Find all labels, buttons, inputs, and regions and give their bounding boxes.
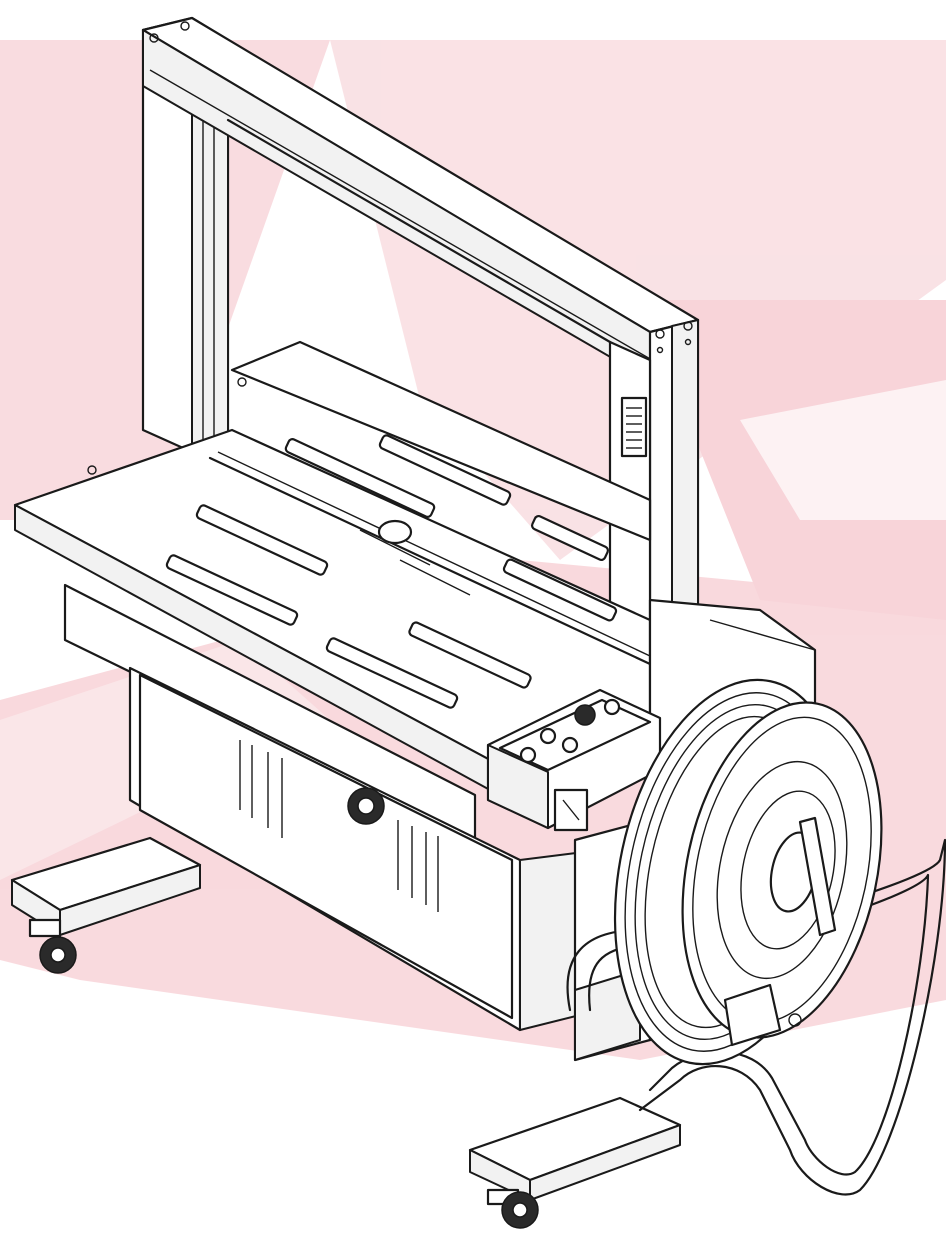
base-frame bbox=[10, 836, 682, 1229]
button-reset-icon bbox=[603, 698, 621, 716]
table-slots bbox=[165, 434, 618, 709]
button-feed-icon bbox=[539, 727, 557, 745]
button-strap-icon bbox=[561, 736, 579, 754]
reel-lock-handle bbox=[798, 816, 837, 937]
strap-reel bbox=[566, 678, 946, 1196]
control-panel bbox=[486, 688, 662, 832]
button-emergency-stop-icon bbox=[574, 704, 596, 726]
work-table bbox=[13, 340, 652, 791]
button-power-icon bbox=[519, 746, 537, 764]
caster-wheel-left-icon bbox=[28, 918, 77, 974]
caster-wheel-right-icon bbox=[486, 1188, 539, 1229]
